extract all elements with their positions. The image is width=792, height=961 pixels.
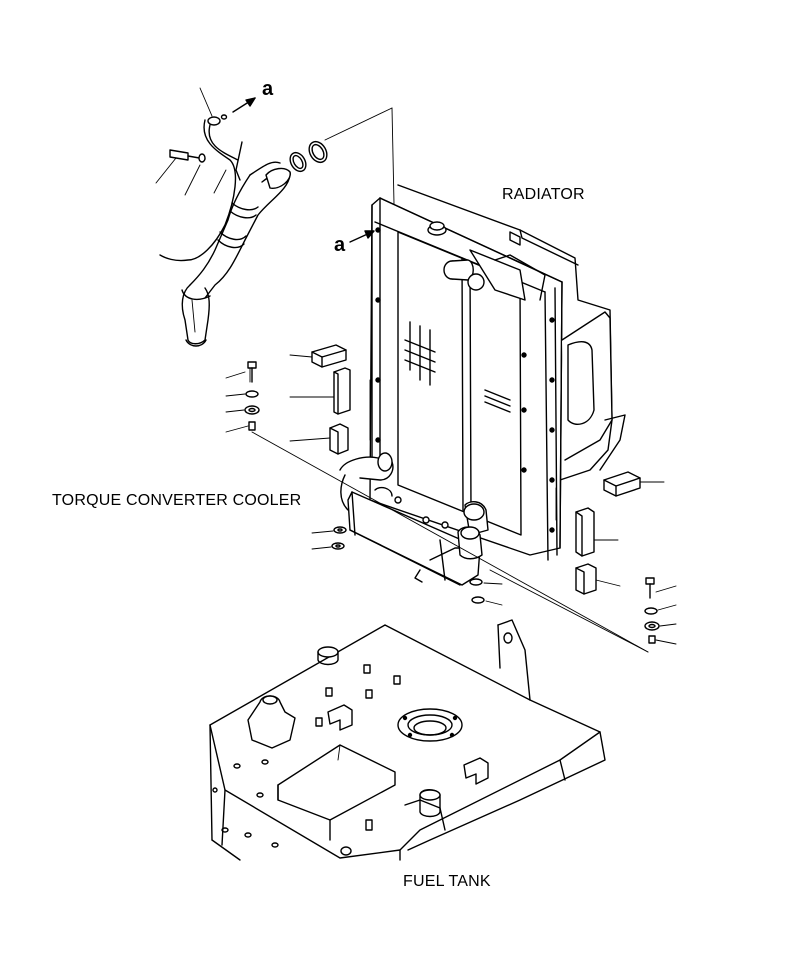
left-mounting-hardware (225, 344, 649, 653)
reference-arrow-top (232, 97, 256, 113)
reference-a-radiator-label: a (334, 234, 346, 256)
torque-converter-cooler-label: TORQUE CONVERTER COOLER (52, 492, 302, 509)
reference-arrow-radiator (349, 230, 375, 243)
reference-a-top-label: a (262, 78, 274, 100)
torque-converter-cooler-assembly (311, 452, 503, 606)
right-mounting-hardware (489, 471, 677, 653)
radiator-label: RADIATOR (502, 186, 585, 203)
fuel-tank-assembly (209, 619, 606, 861)
upper-hose-assembly (155, 87, 397, 347)
radiator-assembly (369, 184, 626, 561)
fuel-tank-label: FUEL TANK (403, 873, 491, 890)
